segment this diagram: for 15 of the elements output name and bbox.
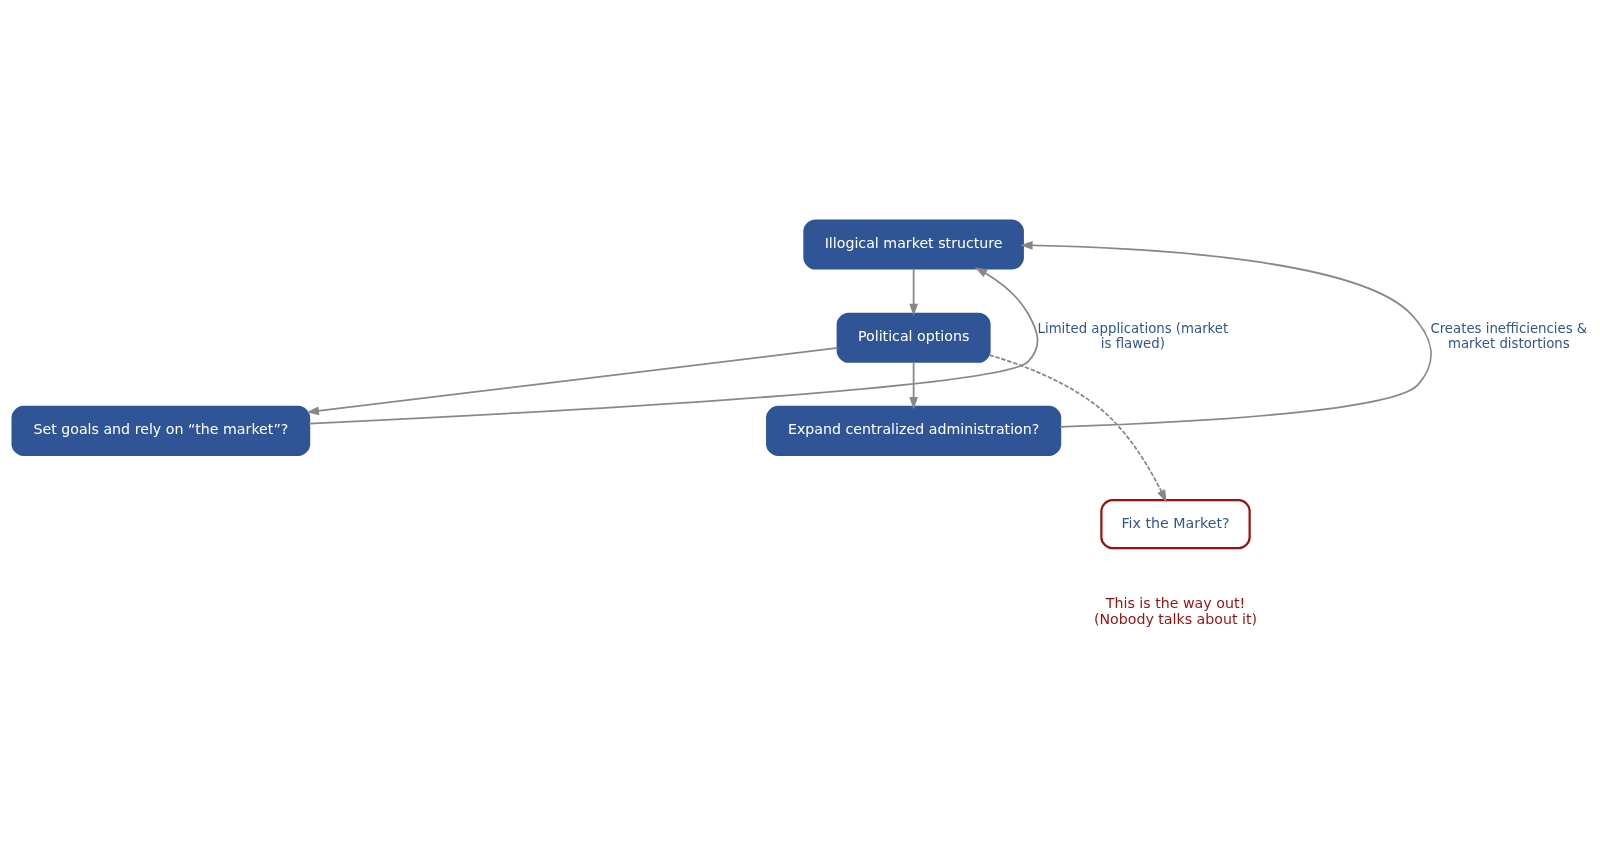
node-box: Fix the Market? bbox=[1100, 499, 1251, 550]
arrow bbox=[308, 267, 1039, 425]
edge-label: Limited applications (market is flawed) bbox=[1037, 321, 1229, 352]
arrow bbox=[1020, 241, 1432, 428]
arrow bbox=[988, 354, 1167, 503]
node-label: (Nobody talks about it) bbox=[1093, 611, 1258, 628]
arrow bbox=[909, 361, 918, 410]
node-box: Illogical market structure bbox=[803, 219, 1024, 270]
node-label: This is the way out! bbox=[1105, 595, 1246, 612]
node-box: Political options bbox=[836, 312, 991, 363]
node-box: Expand centralized administration? bbox=[766, 405, 1062, 457]
arrow bbox=[909, 267, 918, 317]
node-box: Set goals and rely on “the market”? bbox=[11, 405, 311, 457]
edge-label: Creates inefficiencies & market distortions bbox=[1430, 321, 1588, 352]
arrow bbox=[306, 346, 839, 416]
